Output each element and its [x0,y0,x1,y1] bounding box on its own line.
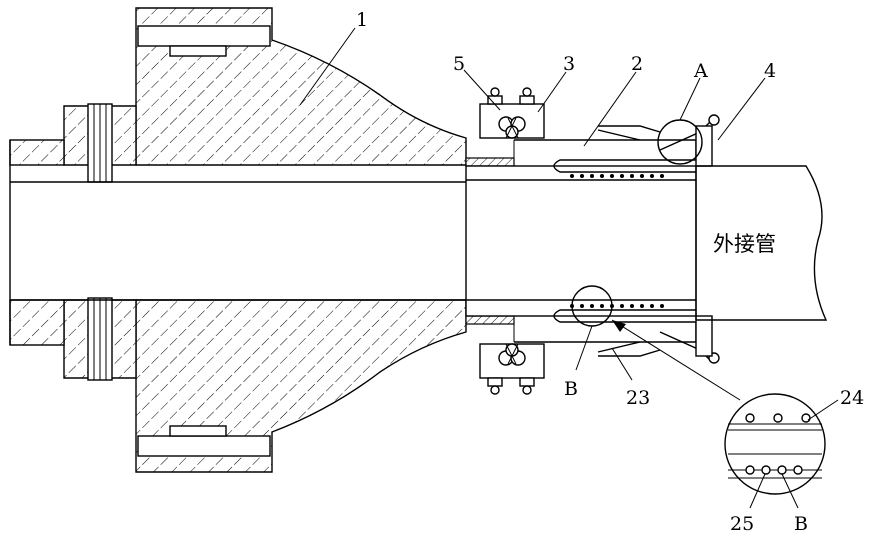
label-detail-a: A [693,60,708,82]
label-part-25: 25 [730,513,754,535]
left-nut-upper [10,104,136,182]
flange-body-upper [136,8,466,165]
label-part-5: 5 [453,53,465,75]
bearing-housing-upper [480,88,544,138]
detail-view-b [725,394,825,494]
label-part-2: 2 [631,53,643,75]
inner-sleeve [466,158,696,324]
bearing-housing-lower [480,344,544,394]
label-part-1: 1 [356,9,368,31]
label-part-4: 4 [764,60,776,82]
label-part-3: 3 [563,53,575,75]
label-detail-b: B [564,378,578,400]
label-external-pipe: 外接管 [713,232,776,256]
flange-body-lower [136,300,466,472]
label-detail-b-view: B [794,513,808,535]
label-part-23: 23 [626,387,650,409]
left-nut-lower [10,298,136,380]
label-part-24: 24 [840,387,864,409]
